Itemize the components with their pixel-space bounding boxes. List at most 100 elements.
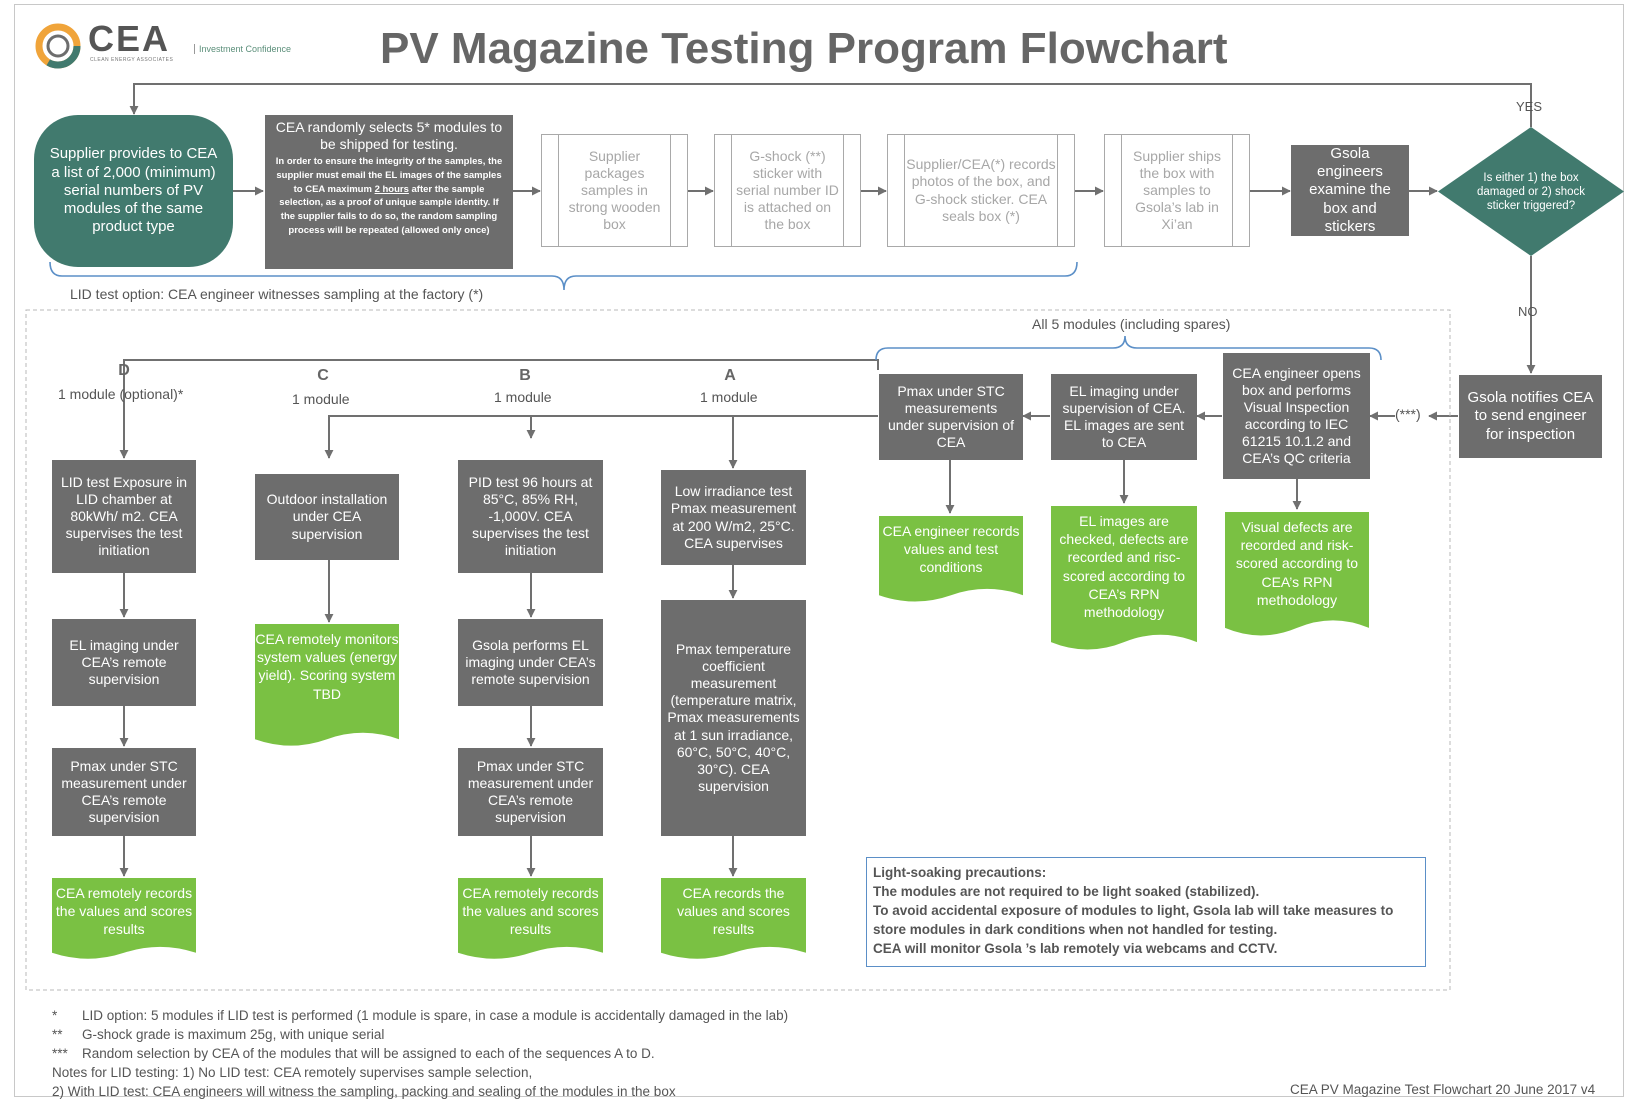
page-title: PV Magazine Testing Program Flowchart [380,24,1228,73]
b-record-doc: CEA remotely records the values and scor… [458,878,603,963]
package-text: Supplier packages samples in strong wood… [568,147,661,233]
note-1-mark: * [52,1008,58,1023]
el-cea-text: EL imaging under supervision of CEA. EL … [1062,382,1186,451]
a-record-doc: CEA records the values and scores result… [661,878,806,963]
logo-sub: CLEAN ENERGY ASSOCIATES [90,57,174,63]
light-line-3: CEA will monitor Gsola ’s lab remotely v… [873,940,1278,956]
open-box: CEA engineer opens box and performs Visu… [1223,353,1370,479]
doc-shape [52,878,196,959]
start-terminal: Supplier provides to CEA a list of 2,000… [34,115,233,267]
select-body-b: after the sample selection, as a proof o… [279,183,499,236]
all-modules-label: All 5 modules (including spares) [1032,316,1231,332]
outdoor-text: Outdoor installation under CEA supervisi… [266,491,388,542]
note-3-text: Random selection by CEA of the modules t… [82,1046,655,1061]
gshock-text: G-shock (**) sticker with serial number … [736,147,839,233]
triple-star-label: (***) [1395,406,1421,422]
lid-test-box: LID test Exposure in LID chamber at 80kW… [52,460,196,573]
seq-a-letter: A [724,367,736,384]
notify-text: Gsola notifies CEA to send engineer for … [1467,389,1594,443]
logo-mark: CEA [88,18,171,59]
temp-coef-box: Pmax temperature coefficient measurement… [661,600,806,836]
doc-shape [255,624,399,746]
el-cea-box: EL imaging under supervision of CEA. EL … [1051,374,1197,460]
pid-test-text: PID test 96 hours at 85°C, 85% RH, -1,00… [468,473,593,559]
light-soaking-box: Light-soaking precautions: The modules a… [866,857,1426,967]
d-el-box: EL imaging under CEA’s remote supervisio… [52,619,196,706]
pid-test-box: PID test 96 hours at 85°C, 85% RH, -1,00… [458,460,603,573]
random-select-body: In order to ensure the integrity of the … [273,155,505,238]
logo-tagline: Investment Confidence [194,44,291,54]
rec-pmax-doc: CEA engineer records values and test con… [879,516,1023,606]
footer-version: CEA PV Magazine Test Flowchart 20 June 2… [1290,1082,1596,1097]
footnotes: * LID option: 5 modules if LID test is pe… [52,1006,788,1101]
c-monitor-text: CEA remotely monitors system values (ene… [255,631,399,702]
light-title: Light-soaking precautions: [873,865,1047,880]
d-el-text: EL imaging under CEA’s remote supervisio… [69,636,179,688]
notify-box: Gsola notifies CEA to send engineer for … [1459,375,1602,458]
diamond-shape [1438,127,1624,256]
seq-d-count: 1 module (optional)* [58,386,184,402]
rec-el-text: EL images are checked, defects are recor… [1059,513,1189,620]
random-select-head: CEA randomly selects 5* modules to be sh… [275,119,503,153]
doc-shape [661,878,806,959]
d-record-text: CEA remotely records the values and scor… [55,885,193,938]
examine-text: Gsola engineers examine the box and stic… [1309,144,1391,235]
light-line-1: The modules are not required to be light… [873,883,1260,899]
note-2-text: G-shock grade is maximum 25g, with uniqu… [82,1027,385,1042]
b-el-box: Gsola performs EL imaging under CEA’s re… [458,619,603,706]
lid-test-text: LID test Exposure in LID chamber at 80kW… [60,473,188,559]
package-box: Supplier packages samples in strong wood… [541,134,688,247]
note-4: Notes for LID testing: 1) No LID test: C… [52,1065,533,1080]
seq-a-count: 1 module [700,389,758,405]
open-text: CEA engineer opens box and performs Visu… [1232,364,1361,467]
ship-box: Supplier ships the box with samples to G… [1104,134,1250,247]
rec-pmax-text: CEA engineer records values and test con… [882,523,1020,576]
temp-coef-text: Pmax temperature coefficient measurement… [667,641,800,794]
no-label: NO [1518,304,1538,319]
doc-shape [458,878,603,959]
b-record-text: CEA remotely records the values and scor… [462,885,599,938]
note-5: 2) With LID test: CEA engineers will wit… [52,1084,676,1099]
b-pmax-box: Pmax under STC measurement under CEA’s r… [458,748,603,836]
low-irr-box: Low irradiance test Pmax measurement at … [661,470,806,565]
logo-ring-icon [35,23,81,69]
photos-box: Supplier/CEA(*) records photos of the bo… [887,134,1075,247]
doc-shape [879,516,1023,602]
seq-d-letter: D [118,362,130,379]
note-3-mark: *** [52,1046,68,1061]
examine-box: Gsola engineers examine the box and stic… [1291,145,1409,236]
doc-shape [1225,512,1369,636]
low-irr-text: Low irradiance test Pmax measurement at … [670,483,797,551]
note-3: *** Random selection by CEA of the module… [52,1044,788,1063]
logo: CEA CLEAN ENERGY ASSOCIATES Investment C… [34,18,294,72]
pmax-cea-box: Pmax under STC measurements under superv… [879,374,1023,460]
d-pmax-text: Pmax under STC measurement under CEA’s r… [61,757,187,826]
d-record-doc: CEA remotely records the values and scor… [52,878,196,963]
c-monitor-doc: CEA remotely monitors system values (ene… [255,624,399,752]
seq-b-count: 1 module [494,389,552,405]
outdoor-box: Outdoor installation under CEA supervisi… [255,474,399,560]
gshock-box: G-shock (**) sticker with serial number … [714,134,861,247]
doc-shape [1051,506,1197,650]
rec-visual-doc: Visual defects are recorded and risk-sco… [1225,512,1369,638]
yes-label: YES [1516,99,1543,114]
a-record-text: CEA records the values and scores result… [677,885,790,938]
note-2: **G-shock grade is maximum 25g, with uni… [52,1025,788,1044]
seq-c-letter: C [317,367,329,384]
ship-text: Supplier ships the box with samples to G… [1133,147,1221,233]
light-line-2: To avoid accidental exposure of modules … [873,902,1394,937]
select-body-a: In order to ensure the integrity of the … [275,156,503,195]
note-1-text: LID option: 5 modules if LID test is per… [82,1008,789,1023]
decision-text: Is either 1) the box damaged or 2) shock… [1476,171,1586,212]
rec-visual-text: Visual defects are recorded and risk-sco… [1235,519,1359,608]
page-frame [14,4,1624,1097]
rec-el-doc: EL images are checked, defects are recor… [1051,506,1197,654]
d-pmax-box: Pmax under STC measurement under CEA’s r… [52,748,196,836]
photos-text: Supplier/CEA(*) records photos of the bo… [906,156,1056,224]
b-pmax-text: Pmax under STC measurement under CEA’s r… [467,757,594,826]
select-body-underline: 2 hours [374,183,409,195]
pmax-cea-text: Pmax under STC measurements under superv… [887,382,1015,451]
start-text: Supplier provides to CEA a list of 2,000… [49,145,218,236]
random-select-box: CEA randomly selects 5* modules to be sh… [265,115,513,269]
